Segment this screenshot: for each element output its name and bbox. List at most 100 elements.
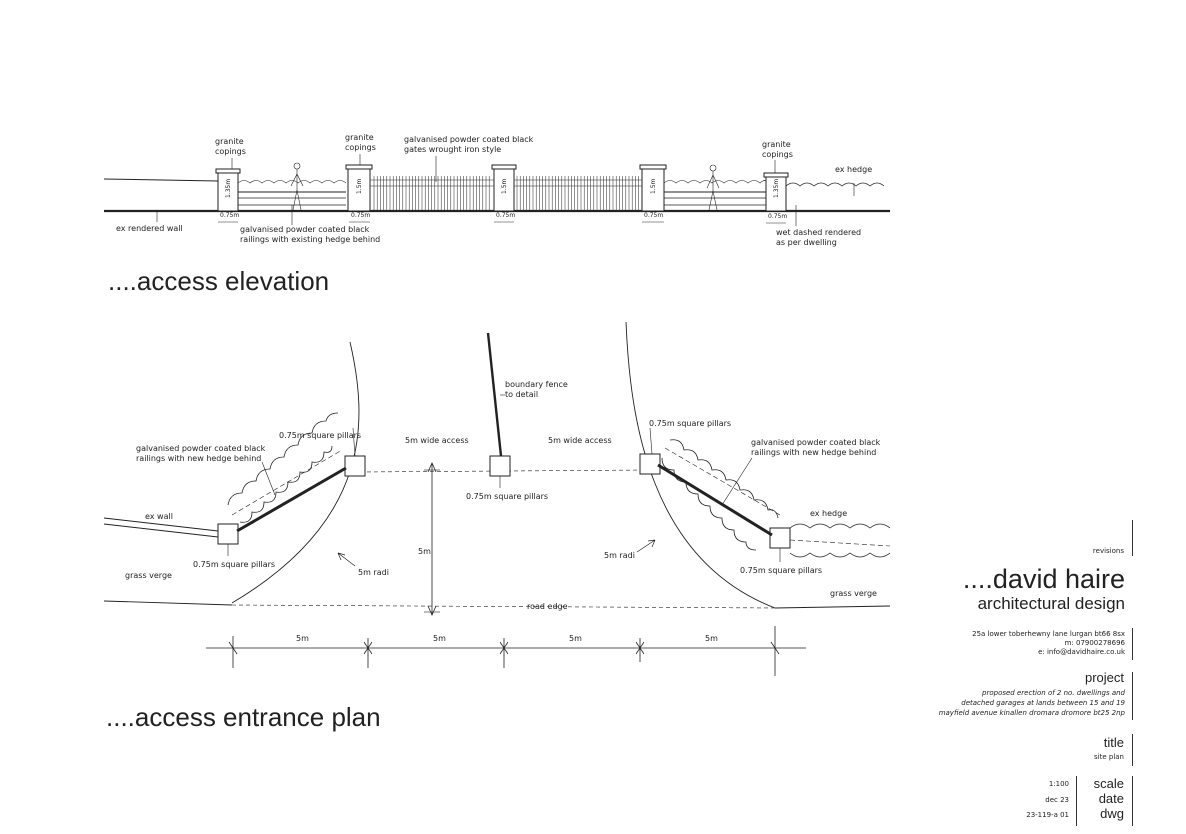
railing-plan-left	[236, 466, 347, 533]
new-hedge-left-centreline	[231, 449, 343, 516]
scale-figure-2	[706, 164, 720, 211]
ex-rendered-wall	[103, 178, 219, 182]
access-entrance-plan	[103, 321, 891, 676]
project-heading: project	[1084, 670, 1124, 685]
address-divider	[1132, 628, 1133, 660]
ex-wall-line-2	[103, 523, 219, 538]
wide-access-label-left: 5m wide access	[405, 436, 469, 445]
project-line-1: proposed erection of 2 no. dwellings and	[982, 689, 1125, 697]
scale-divider-left	[1076, 776, 1077, 826]
new-hedge-right-top	[669, 439, 779, 519]
pillar-height-2: 1.5m	[356, 178, 363, 194]
wide-access-label-right: 5m wide access	[548, 436, 612, 445]
leader-railings-right	[721, 457, 753, 506]
depth-label: 5m	[418, 547, 431, 556]
gate-left	[370, 176, 494, 211]
radius-arrow-left	[337, 552, 356, 567]
pillar-coping-5	[763, 172, 789, 178]
hedge-behind-1	[237, 180, 347, 184]
project-line-3: mayfield avenue kinallen dromara dromore…	[938, 709, 1125, 717]
grass-verge-label-right: grass verge	[830, 589, 877, 598]
title-divider	[1132, 734, 1133, 766]
title-value: site plan	[1094, 753, 1124, 761]
leader-pillar-right-front	[649, 427, 653, 455]
access-elevation	[103, 154, 890, 226]
new-hedge-right-centreline	[664, 447, 781, 516]
boundary-fence	[486, 332, 503, 457]
plan-pillar-right-back	[769, 527, 791, 549]
square-pillars-label-5: 0.75m square pillars	[740, 566, 822, 575]
revisions-label: revisions	[1092, 547, 1124, 555]
ex-hedge-bottom	[789, 552, 891, 558]
company-subtitle: architectural design	[977, 594, 1125, 613]
plan-pillar-centre	[489, 455, 511, 477]
width-dimension-ticks	[228, 626, 780, 676]
new-hedge-left-top	[227, 412, 339, 506]
project-description: proposed erection of 2 no. dwellings and…	[939, 688, 1125, 718]
pillar-height-3: 1.5m	[501, 178, 508, 194]
gate-line	[359, 469, 651, 473]
pillar-coping-4	[639, 164, 667, 170]
company-contact: 25a lower toberhewny lane lurgan bt66 8s…	[972, 630, 1125, 657]
pillar-width-1: 0.75m	[220, 212, 239, 219]
company-email: e: info@davidhaire.co.uk	[1038, 648, 1125, 656]
ex-wall-line-1	[103, 517, 219, 532]
width-dim-4: 5m	[705, 634, 718, 643]
depth-arrow-bottom	[427, 605, 437, 616]
pillar-coping-1	[215, 168, 241, 174]
project-line-2: detached garages at lands between 15 and…	[961, 699, 1125, 707]
revisions-divider	[1132, 520, 1133, 556]
dwg-label: dwg	[1100, 806, 1124, 821]
square-pillars-label-4: 0.75m square pillars	[193, 560, 275, 569]
leader-pillar-left-front	[352, 427, 356, 457]
railing-plan-right	[657, 463, 773, 537]
depth-arrow-top	[427, 462, 437, 473]
scale-figure-1	[290, 162, 304, 211]
square-pillars-label-2: 0.75m square pillars	[649, 419, 731, 428]
title-heading: title	[1103, 735, 1124, 750]
ex-hedge-elevation	[785, 182, 885, 187]
company-address: 25a lower toberhewny lane lurgan bt66 8s…	[972, 630, 1125, 638]
elevation-title: ....access elevation	[108, 266, 329, 296]
pillar-coping-3	[491, 164, 517, 170]
width-dim-1: 5m	[296, 634, 309, 643]
grass-verge-left	[103, 600, 233, 606]
ex-hedge-label: ex hedge	[835, 165, 872, 174]
width-dim-2: 5m	[433, 634, 446, 643]
pillar-height-4: 1.5m	[650, 178, 657, 194]
plan-pillar-left-back	[217, 523, 239, 545]
pillar-coping-2	[345, 164, 373, 170]
right-curb-curve	[625, 321, 776, 609]
grass-verge-label-left: grass verge	[125, 571, 172, 580]
date-value: dec 23	[1045, 796, 1069, 804]
leader-railings-left	[261, 461, 276, 496]
width-dim-3: 5m	[569, 634, 582, 643]
scale-value: 1:100	[1048, 780, 1069, 788]
plan-title: ....access entrance plan	[106, 702, 381, 732]
pillar-height-5: 1.35m	[773, 179, 780, 198]
hedge-behind-2	[663, 180, 771, 184]
date-label: date	[1098, 791, 1124, 806]
plan-pillar-right-front	[639, 453, 661, 475]
ex-rendered-wall-label: ex rendered wall	[116, 224, 183, 233]
radius-arrow-right	[636, 539, 656, 553]
new-hedge-left-bottom	[239, 445, 333, 523]
ex-hedge-centreline	[789, 539, 891, 547]
dwg-value: 23-119-a 01	[1026, 811, 1069, 819]
radius-label-right: 5m radi	[604, 551, 635, 560]
ex-wall-label: ex wall	[145, 512, 173, 521]
ex-hedge-plan-label: ex hedge	[810, 509, 847, 518]
grass-verge-right	[774, 605, 891, 609]
project-divider	[1132, 672, 1133, 720]
ex-hedge-top	[789, 523, 891, 529]
pillar-width-arrows	[218, 221, 786, 224]
plan-pillar-left-front	[344, 455, 366, 477]
